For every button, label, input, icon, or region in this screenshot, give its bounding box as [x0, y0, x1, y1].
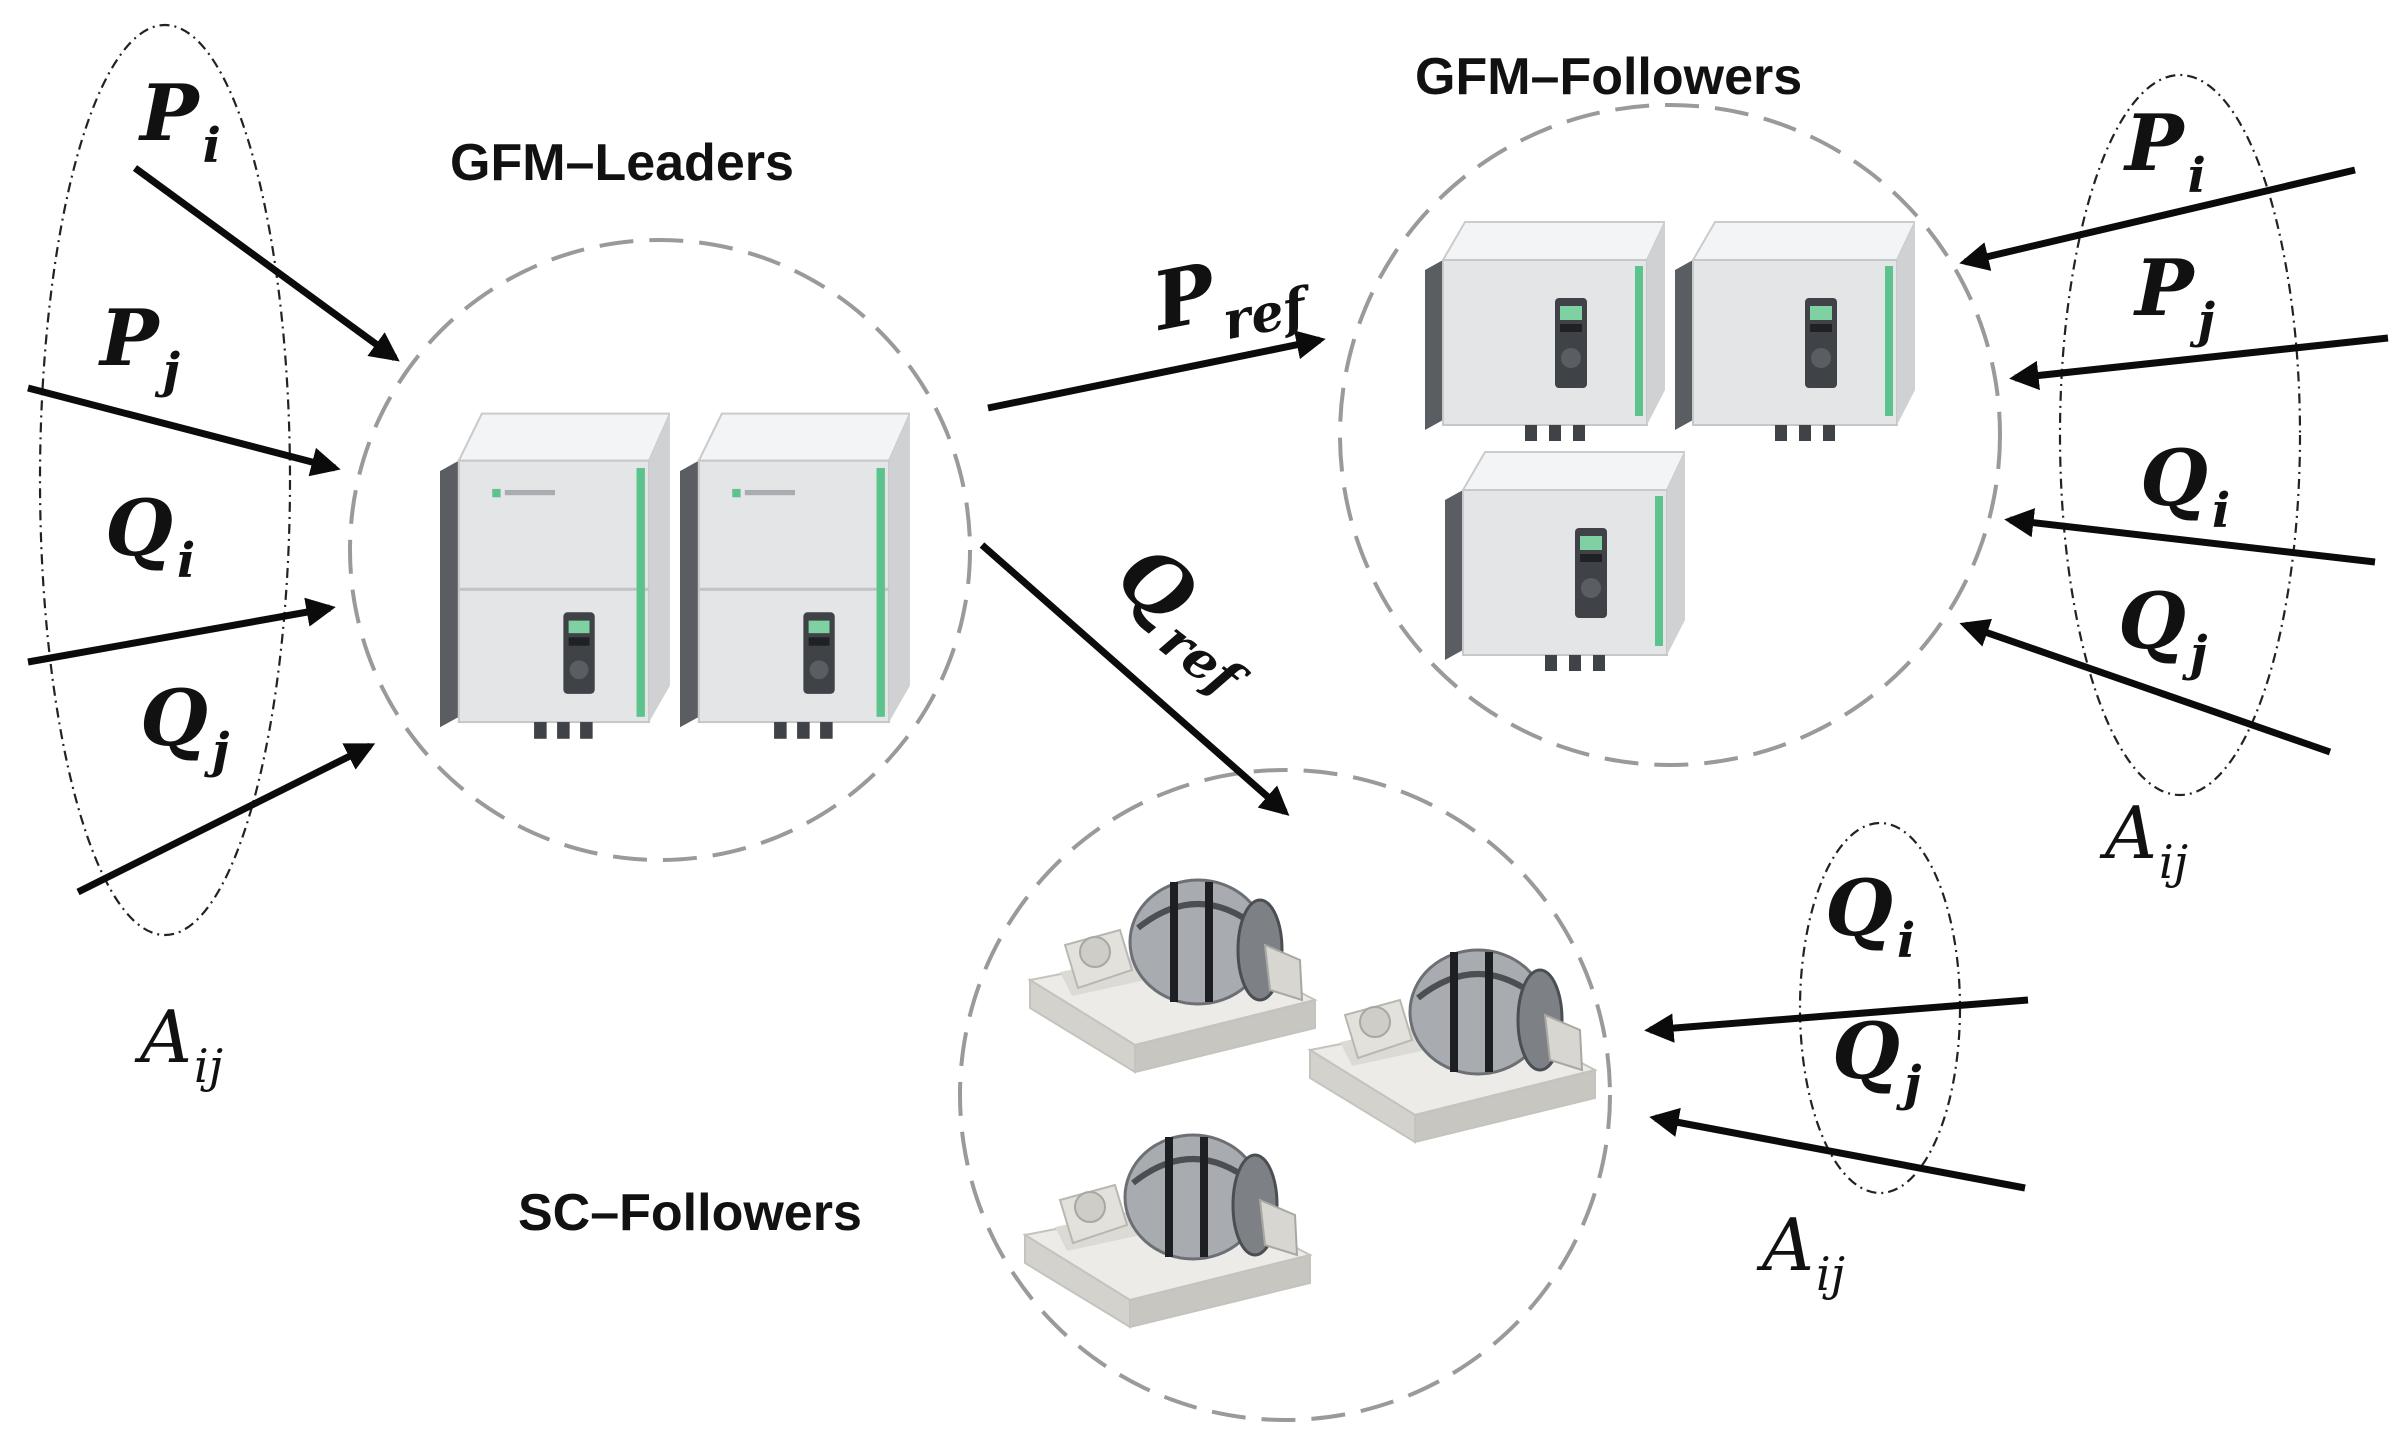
arrow-pref [987, 330, 1326, 412]
arrow-pj-to-followers [2009, 334, 2389, 391]
left-p-i-label: Pi [138, 68, 221, 174]
leaders-adjacency-ellipse [38, 23, 292, 937]
arrow-qref [979, 542, 1290, 816]
sc-followers-boundary [958, 768, 1612, 1422]
arrow-pi-to-leaders [132, 165, 400, 362]
left-p-j-label: Pj [98, 293, 180, 399]
right-q-j-label: Qj [2118, 576, 2207, 682]
sync-condenser-icon [1025, 1135, 1310, 1327]
sc-q-j-label: Qj [1832, 1006, 1921, 1112]
arrow-qj-to-leaders [76, 742, 376, 896]
arrow-pi-to-followers [1959, 166, 2356, 271]
sc-adjacency-label: Aij [1756, 1203, 1845, 1301]
follower-inverter-icon [1675, 221, 1915, 442]
arrow-qj-to-sc [1649, 1107, 2026, 1192]
arrow-qj-to-followers [1959, 618, 2332, 756]
sync-condenser-icon [1030, 880, 1315, 1072]
right-q-i-label: Qi [2140, 433, 2230, 539]
arrow-qi-to-sc [1644, 996, 2029, 1043]
gfm-followers-label: GFM–Followers [1415, 48, 1802, 106]
sc-followers-label: SC–Followers [518, 1184, 862, 1242]
arrow-qi-to-followers [2004, 508, 2376, 566]
left-adjacency-label: Aij [134, 995, 223, 1093]
sc-q-i-label: Qi [1825, 863, 1915, 969]
right-adjacency-label: Aij [2099, 791, 2188, 889]
sync-condenser-icon [1310, 950, 1595, 1142]
gfm-followers-boundary [1338, 103, 2002, 767]
gfm-leaders-label: GFM–Leaders [450, 134, 794, 192]
right-p-i-label: Pi [2123, 98, 2206, 204]
follower-inverter-icon [1445, 451, 1685, 672]
leader-inverter-icon [440, 412, 670, 741]
gfm-leaders-boundary [348, 238, 972, 862]
followers-adjacency-ellipse [2058, 73, 2302, 797]
follower-inverter-icon [1425, 221, 1665, 442]
right-p-j-label: Pj [2133, 243, 2215, 349]
leader-inverter-icon [680, 412, 910, 741]
left-q-j-label: Qj [140, 673, 229, 779]
arrow-pj-to-leaders [27, 384, 341, 477]
arrow-qi-to-leaders [27, 597, 336, 666]
q-ref-label: Qref [1090, 526, 1287, 714]
left-q-i-label: Qi [105, 483, 195, 589]
